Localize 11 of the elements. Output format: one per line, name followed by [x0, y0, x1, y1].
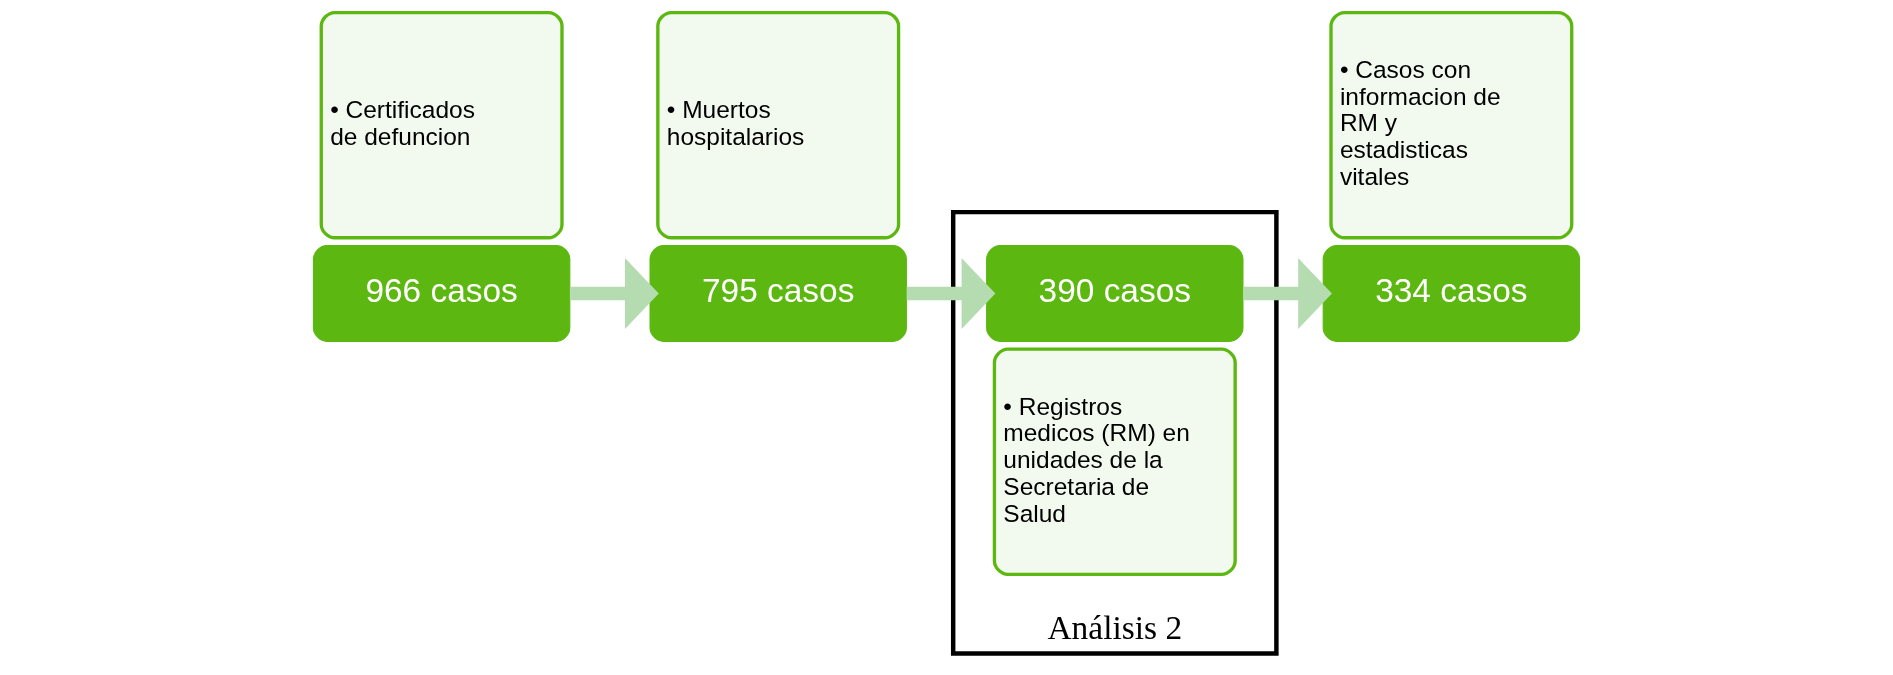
node-box: • Muertos hospitalarios: [656, 10, 901, 240]
arrow: [1243, 258, 1332, 329]
arrow: [570, 258, 659, 329]
node-box: 795 casos: [649, 245, 907, 342]
node-box: 966 casos: [312, 245, 571, 342]
node-box: 334 casos: [1322, 245, 1581, 342]
node-box: • Certificados de defuncion: [319, 10, 564, 240]
node-box: 390 casos: [986, 245, 1244, 342]
arrow: [906, 258, 996, 329]
node-box: • Casos con informacion de RM y estadisticas vitales: [1329, 10, 1574, 240]
node-box: • Registros medicos (RM) en unidades de la Secretaria de Salud: [992, 347, 1237, 576]
